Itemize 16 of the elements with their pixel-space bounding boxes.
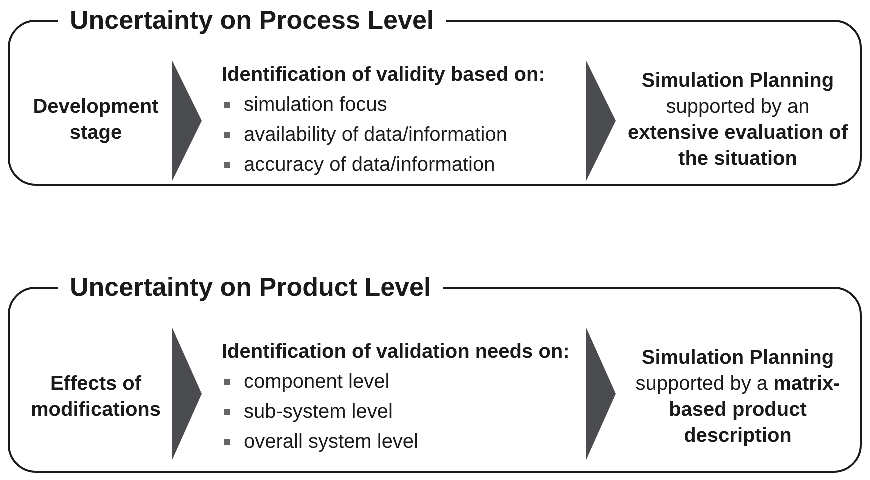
stage-label: Effects of modifications <box>30 372 162 423</box>
list-item: component level <box>244 370 390 395</box>
chevron-arrow <box>172 60 202 182</box>
chevron-arrow <box>586 60 616 182</box>
result-text: Simulation Planning supported by an extensive evaluation of the situation <box>626 69 850 172</box>
list-heading: Identification of validity based on: <box>222 63 546 88</box>
list-heading: Identification of validation needs on: <box>222 340 571 365</box>
list-item: accuracy of data/information <box>244 153 496 178</box>
list-item: overall system level <box>244 430 419 455</box>
chevron-arrow <box>586 327 616 461</box>
chevron-arrow <box>172 327 202 461</box>
list-item: simulation focus <box>244 93 388 118</box>
list-item: availability of data/information <box>244 123 508 148</box>
result-text: Simulation Planning supported by a matrix-based product description <box>634 346 842 449</box>
list-item: sub-system level <box>244 400 393 425</box>
stage-label: Development stage <box>32 95 160 146</box>
